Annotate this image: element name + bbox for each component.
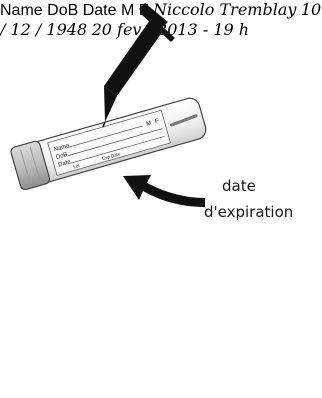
caption-line-1: date xyxy=(222,179,256,194)
curved-arrow-icon xyxy=(123,175,205,207)
caption-line-2: d'expiration xyxy=(204,205,293,220)
